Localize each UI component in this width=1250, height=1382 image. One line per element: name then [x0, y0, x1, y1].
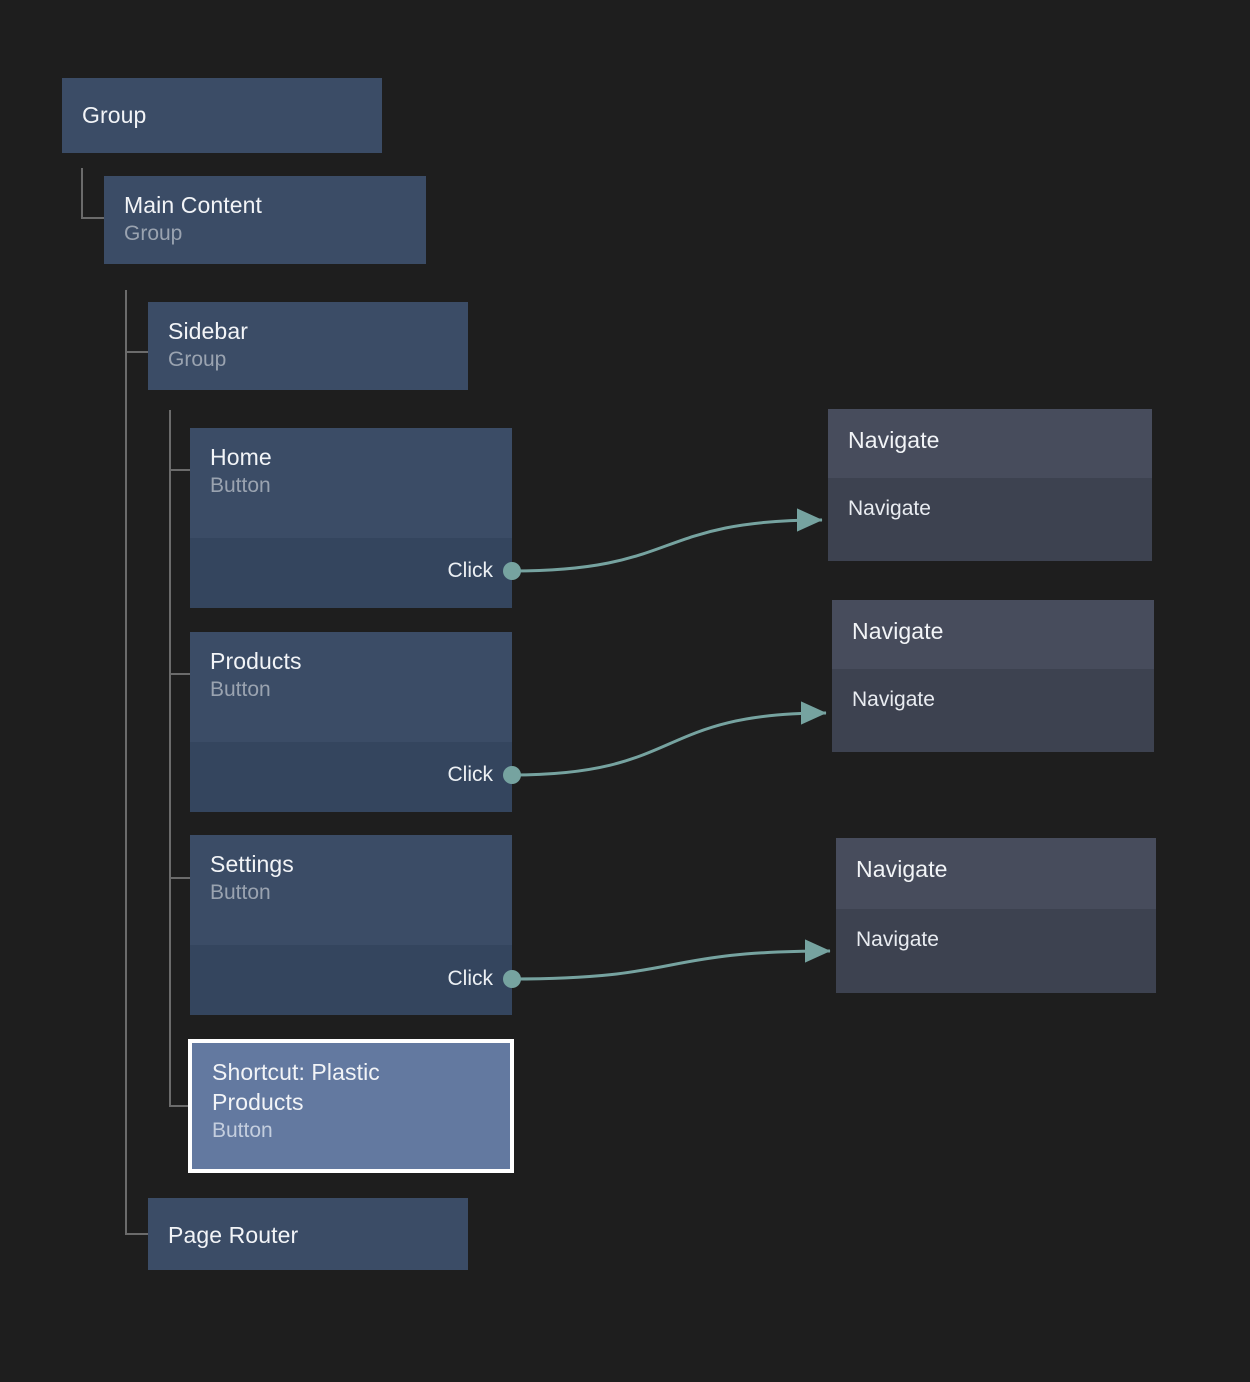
node-body: Click: [190, 945, 512, 1015]
action-input-port-label: Navigate: [848, 497, 931, 520]
node-subtitle: Group: [124, 222, 183, 245]
tree-link-sidebar-to-shortcut: [169, 410, 188, 1107]
edge-products-to-navigate[interactable]: [511, 701, 827, 777]
node-header: Group: [62, 78, 382, 153]
event-connections: [511, 508, 831, 981]
action-node-header: Navigate: [828, 409, 1152, 478]
event-port-label: Click: [447, 763, 494, 786]
tree-link-group-to-main-content: [81, 168, 104, 219]
node-subtitle: Button: [210, 678, 271, 701]
edge-settings-to-navigate[interactable]: [511, 939, 831, 981]
node-title: Products: [210, 648, 302, 674]
node-title: Home: [210, 444, 272, 470]
event-port-dot[interactable]: [503, 970, 512, 988]
event-port-dot[interactable]: [503, 562, 512, 580]
event-port-row[interactable]: Click: [447, 559, 512, 583]
action-node-body: Navigate: [836, 909, 1156, 993]
edge-home-to-navigate[interactable]: [511, 508, 823, 573]
tree-link-main-content-to-sidebar: [125, 290, 148, 353]
event-port-dot[interactable]: [503, 766, 512, 784]
action-node-title: Navigate: [852, 618, 944, 644]
page-router-node[interactable]: Page Router: [148, 1198, 468, 1270]
node-title: Sidebar: [168, 318, 248, 344]
event-port-label: Click: [447, 967, 494, 990]
node-title: Main Content: [124, 192, 262, 218]
action-input-port-label: Navigate: [856, 928, 939, 951]
node-subtitle: Button: [212, 1119, 273, 1142]
action-node-header: Navigate: [836, 838, 1156, 909]
node-body: Click: [190, 538, 512, 608]
action-node-body: Navigate: [828, 478, 1152, 561]
group-node[interactable]: Group: [62, 78, 382, 153]
tree-link-sidebar-to-settings: [169, 410, 190, 879]
tree-link-sidebar-to-home: [169, 410, 190, 471]
node-title: Page Router: [168, 1222, 299, 1248]
node-subtitle: Button: [210, 881, 271, 904]
action-node-body: Navigate: [832, 669, 1154, 752]
tree-link-sidebar-to-products: [169, 410, 190, 675]
action-node-header: Navigate: [832, 600, 1154, 669]
node-title: Settings: [210, 851, 294, 877]
tree-link-main-content-to-page-router: [125, 290, 148, 1235]
node-title: Group: [82, 102, 147, 128]
action-node-title: Navigate: [856, 856, 948, 882]
event-port-label: Click: [447, 559, 494, 582]
node-subtitle: Button: [210, 474, 271, 497]
node-body: Click: [190, 742, 512, 812]
node-subtitle: Group: [168, 348, 227, 371]
node-title: Shortcut: Plastic Products: [212, 1059, 380, 1115]
event-port-row[interactable]: Click: [447, 763, 512, 787]
node-header: Page Router: [148, 1198, 468, 1270]
event-port-row[interactable]: Click: [447, 967, 512, 991]
action-node-title: Navigate: [848, 427, 940, 453]
action-input-port-label: Navigate: [852, 688, 935, 711]
